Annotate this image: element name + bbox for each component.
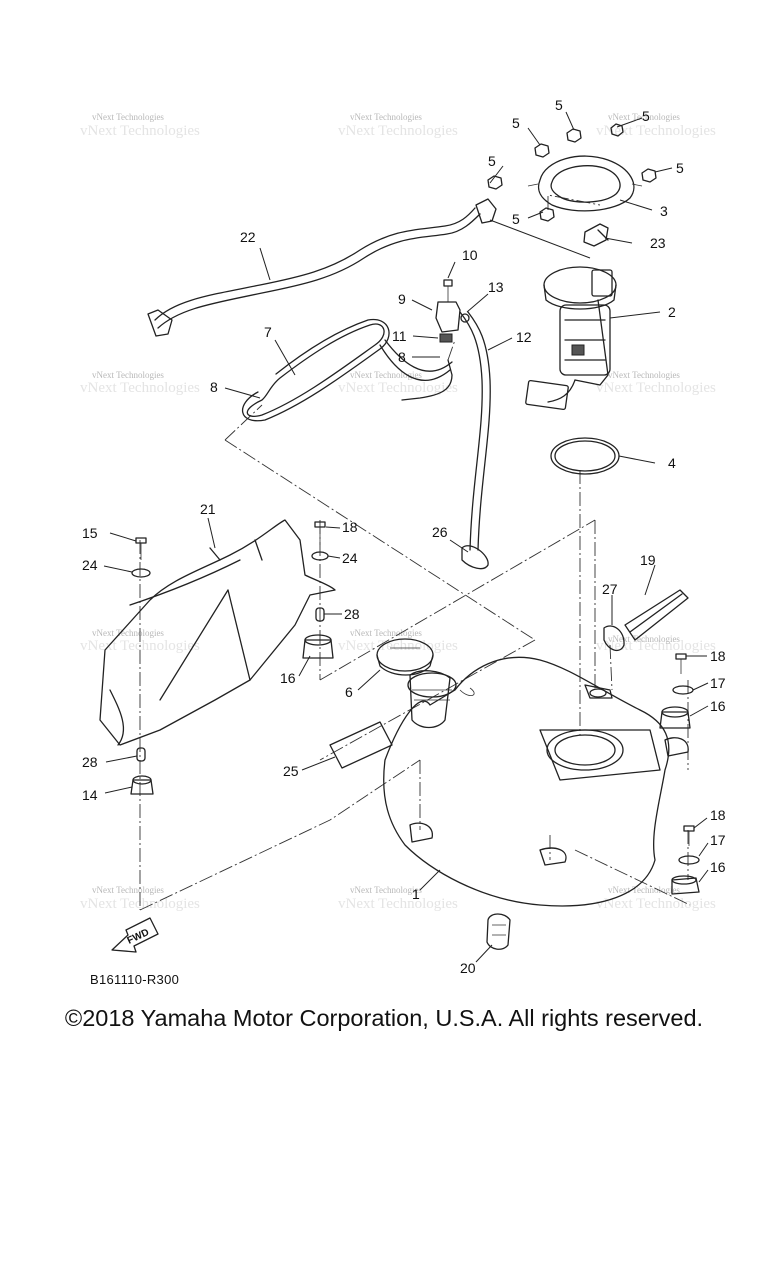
callout-5: 5 bbox=[512, 115, 520, 131]
callout-28: 28 bbox=[344, 606, 360, 622]
watermark: vNext Technologies bbox=[92, 628, 164, 638]
callout-5: 5 bbox=[488, 153, 496, 169]
callout-20: 20 bbox=[460, 960, 476, 976]
hose-connector bbox=[583, 223, 609, 247]
callout-16: 16 bbox=[280, 670, 296, 686]
copyright-notice: ©2018 Yamaha Motor Corporation, U.S.A. A… bbox=[64, 1005, 704, 1031]
watermark: vNext Technologies bbox=[596, 380, 716, 396]
callout-7: 7 bbox=[264, 324, 272, 340]
callout-21: 21 bbox=[200, 501, 216, 517]
warning-label bbox=[329, 721, 393, 769]
watermark: vNext Technologies bbox=[92, 885, 164, 895]
fuel-cap bbox=[376, 638, 434, 676]
watermark: vNext Technologies bbox=[338, 380, 458, 396]
leader-lines bbox=[103, 111, 709, 963]
watermark: vNext Technologies bbox=[608, 112, 680, 122]
callout-16: 16 bbox=[710, 698, 726, 714]
callout-15: 15 bbox=[82, 525, 98, 541]
callout-2: 2 bbox=[668, 304, 676, 320]
callout-25: 25 bbox=[283, 763, 299, 779]
callout-26: 26 bbox=[432, 524, 448, 540]
watermark: vNext Technologies bbox=[350, 628, 422, 638]
watermark: vNext Technologies bbox=[608, 634, 680, 644]
watermark: vNext Technologies bbox=[596, 638, 716, 654]
grommets bbox=[130, 634, 700, 895]
callout-1: 1 bbox=[412, 886, 420, 902]
callout-24: 24 bbox=[82, 557, 98, 573]
fuel-tank bbox=[383, 656, 689, 907]
callout-13: 13 bbox=[488, 279, 504, 295]
watermark: vNext Technologies bbox=[596, 123, 716, 139]
watermark: vNext Technologies bbox=[596, 896, 716, 912]
callout-5: 5 bbox=[676, 160, 684, 176]
watermark: vNext Technologies bbox=[80, 123, 200, 139]
callout-22: 22 bbox=[240, 229, 256, 245]
nut-set bbox=[487, 123, 657, 222]
callout-10: 10 bbox=[462, 247, 478, 263]
callout-27: 27 bbox=[602, 581, 618, 597]
watermark: vNext Technologies bbox=[350, 370, 422, 380]
watermark: vNext Technologies bbox=[350, 112, 422, 122]
watermark: vNext Technologies bbox=[350, 885, 422, 895]
callout-17: 17 bbox=[710, 832, 726, 848]
callout-5: 5 bbox=[512, 211, 520, 227]
callouts: 1 2 3 4 5 5 5 5 5 5 6 7 8 8 9 10 11 12 1… bbox=[82, 97, 726, 976]
callout-24: 24 bbox=[342, 550, 358, 566]
breather-hose bbox=[241, 318, 453, 422]
watermark: vNext Technologies bbox=[80, 380, 200, 396]
callout-28: 28 bbox=[82, 754, 98, 770]
callout-16: 16 bbox=[710, 859, 726, 875]
callout-8: 8 bbox=[210, 379, 218, 395]
callout-17: 17 bbox=[710, 675, 726, 691]
assembly-lines bbox=[139, 194, 691, 911]
callout-18: 18 bbox=[342, 519, 358, 535]
hose-clamp bbox=[461, 545, 489, 570]
fuel-hose bbox=[147, 198, 591, 337]
callout-5: 5 bbox=[642, 108, 650, 124]
callout-14: 14 bbox=[82, 787, 98, 803]
callout-4: 4 bbox=[668, 455, 676, 471]
watermark: vNext Technologies bbox=[338, 123, 458, 139]
watermark: vNext Technologies bbox=[92, 112, 164, 122]
watermark: vNext Technologies bbox=[92, 370, 164, 380]
callout-3: 3 bbox=[660, 203, 668, 219]
fuel-pump-mounting-plate bbox=[527, 155, 643, 212]
callout-11: 11 bbox=[392, 328, 407, 344]
tank-clip bbox=[486, 913, 511, 950]
parts-diagram: vNext Technologies vNext Technologies vN… bbox=[80, 97, 726, 976]
heat-pads bbox=[603, 589, 689, 652]
watermark: vNext Technologies bbox=[338, 896, 458, 912]
callout-18: 18 bbox=[710, 648, 726, 664]
callout-23: 23 bbox=[650, 235, 666, 251]
callout-12: 12 bbox=[516, 329, 532, 345]
fuel-pump-assembly bbox=[525, 266, 617, 411]
rollover-valve-group bbox=[401, 279, 491, 551]
callout-9: 9 bbox=[398, 291, 406, 307]
callout-8: 8 bbox=[398, 349, 406, 365]
callout-5: 5 bbox=[555, 97, 563, 113]
o-ring bbox=[550, 437, 620, 475]
callout-6: 6 bbox=[345, 684, 353, 700]
watermark: vNext Technologies bbox=[608, 370, 680, 380]
watermarks: vNext Technologies vNext Technologies vN… bbox=[80, 112, 716, 912]
watermark: vNext Technologies bbox=[338, 638, 458, 654]
watermark: vNext Technologies bbox=[608, 885, 680, 895]
callout-18: 18 bbox=[710, 807, 726, 823]
callout-19: 19 bbox=[640, 552, 656, 568]
right-hardware bbox=[672, 653, 700, 865]
fwd-arrow: FWD bbox=[111, 917, 159, 953]
tank-cover bbox=[99, 519, 336, 746]
drawing-code: B161110-R300 bbox=[90, 972, 180, 987]
